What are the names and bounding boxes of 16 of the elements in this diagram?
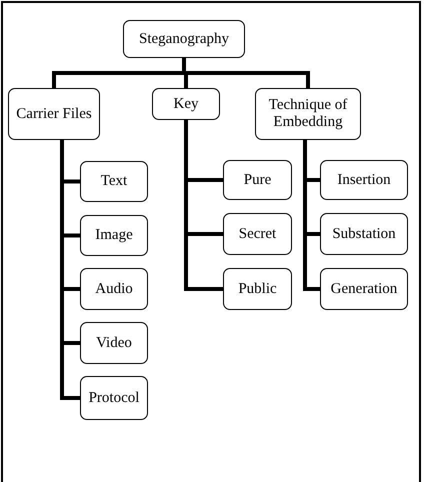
category-box: Pure bbox=[223, 160, 292, 200]
category-box: Technique of Embedding bbox=[255, 88, 361, 140]
category-box: Protocol bbox=[80, 376, 148, 420]
category-box: Substation bbox=[320, 213, 408, 255]
category-box: Insertion bbox=[320, 160, 408, 200]
category-box: Carrier Files bbox=[8, 88, 100, 140]
category-box: Generation bbox=[320, 268, 408, 310]
category-box: Image bbox=[80, 215, 148, 256]
category-box: Video bbox=[80, 322, 148, 364]
category-box: Public bbox=[223, 268, 292, 310]
category-box: Steganography bbox=[123, 20, 245, 58]
category-box: Text bbox=[80, 161, 148, 202]
category-box: Secret bbox=[223, 213, 292, 255]
category-box: Audio bbox=[80, 268, 148, 310]
connector-line bbox=[60, 140, 80, 400]
category-box: Key bbox=[152, 88, 220, 120]
